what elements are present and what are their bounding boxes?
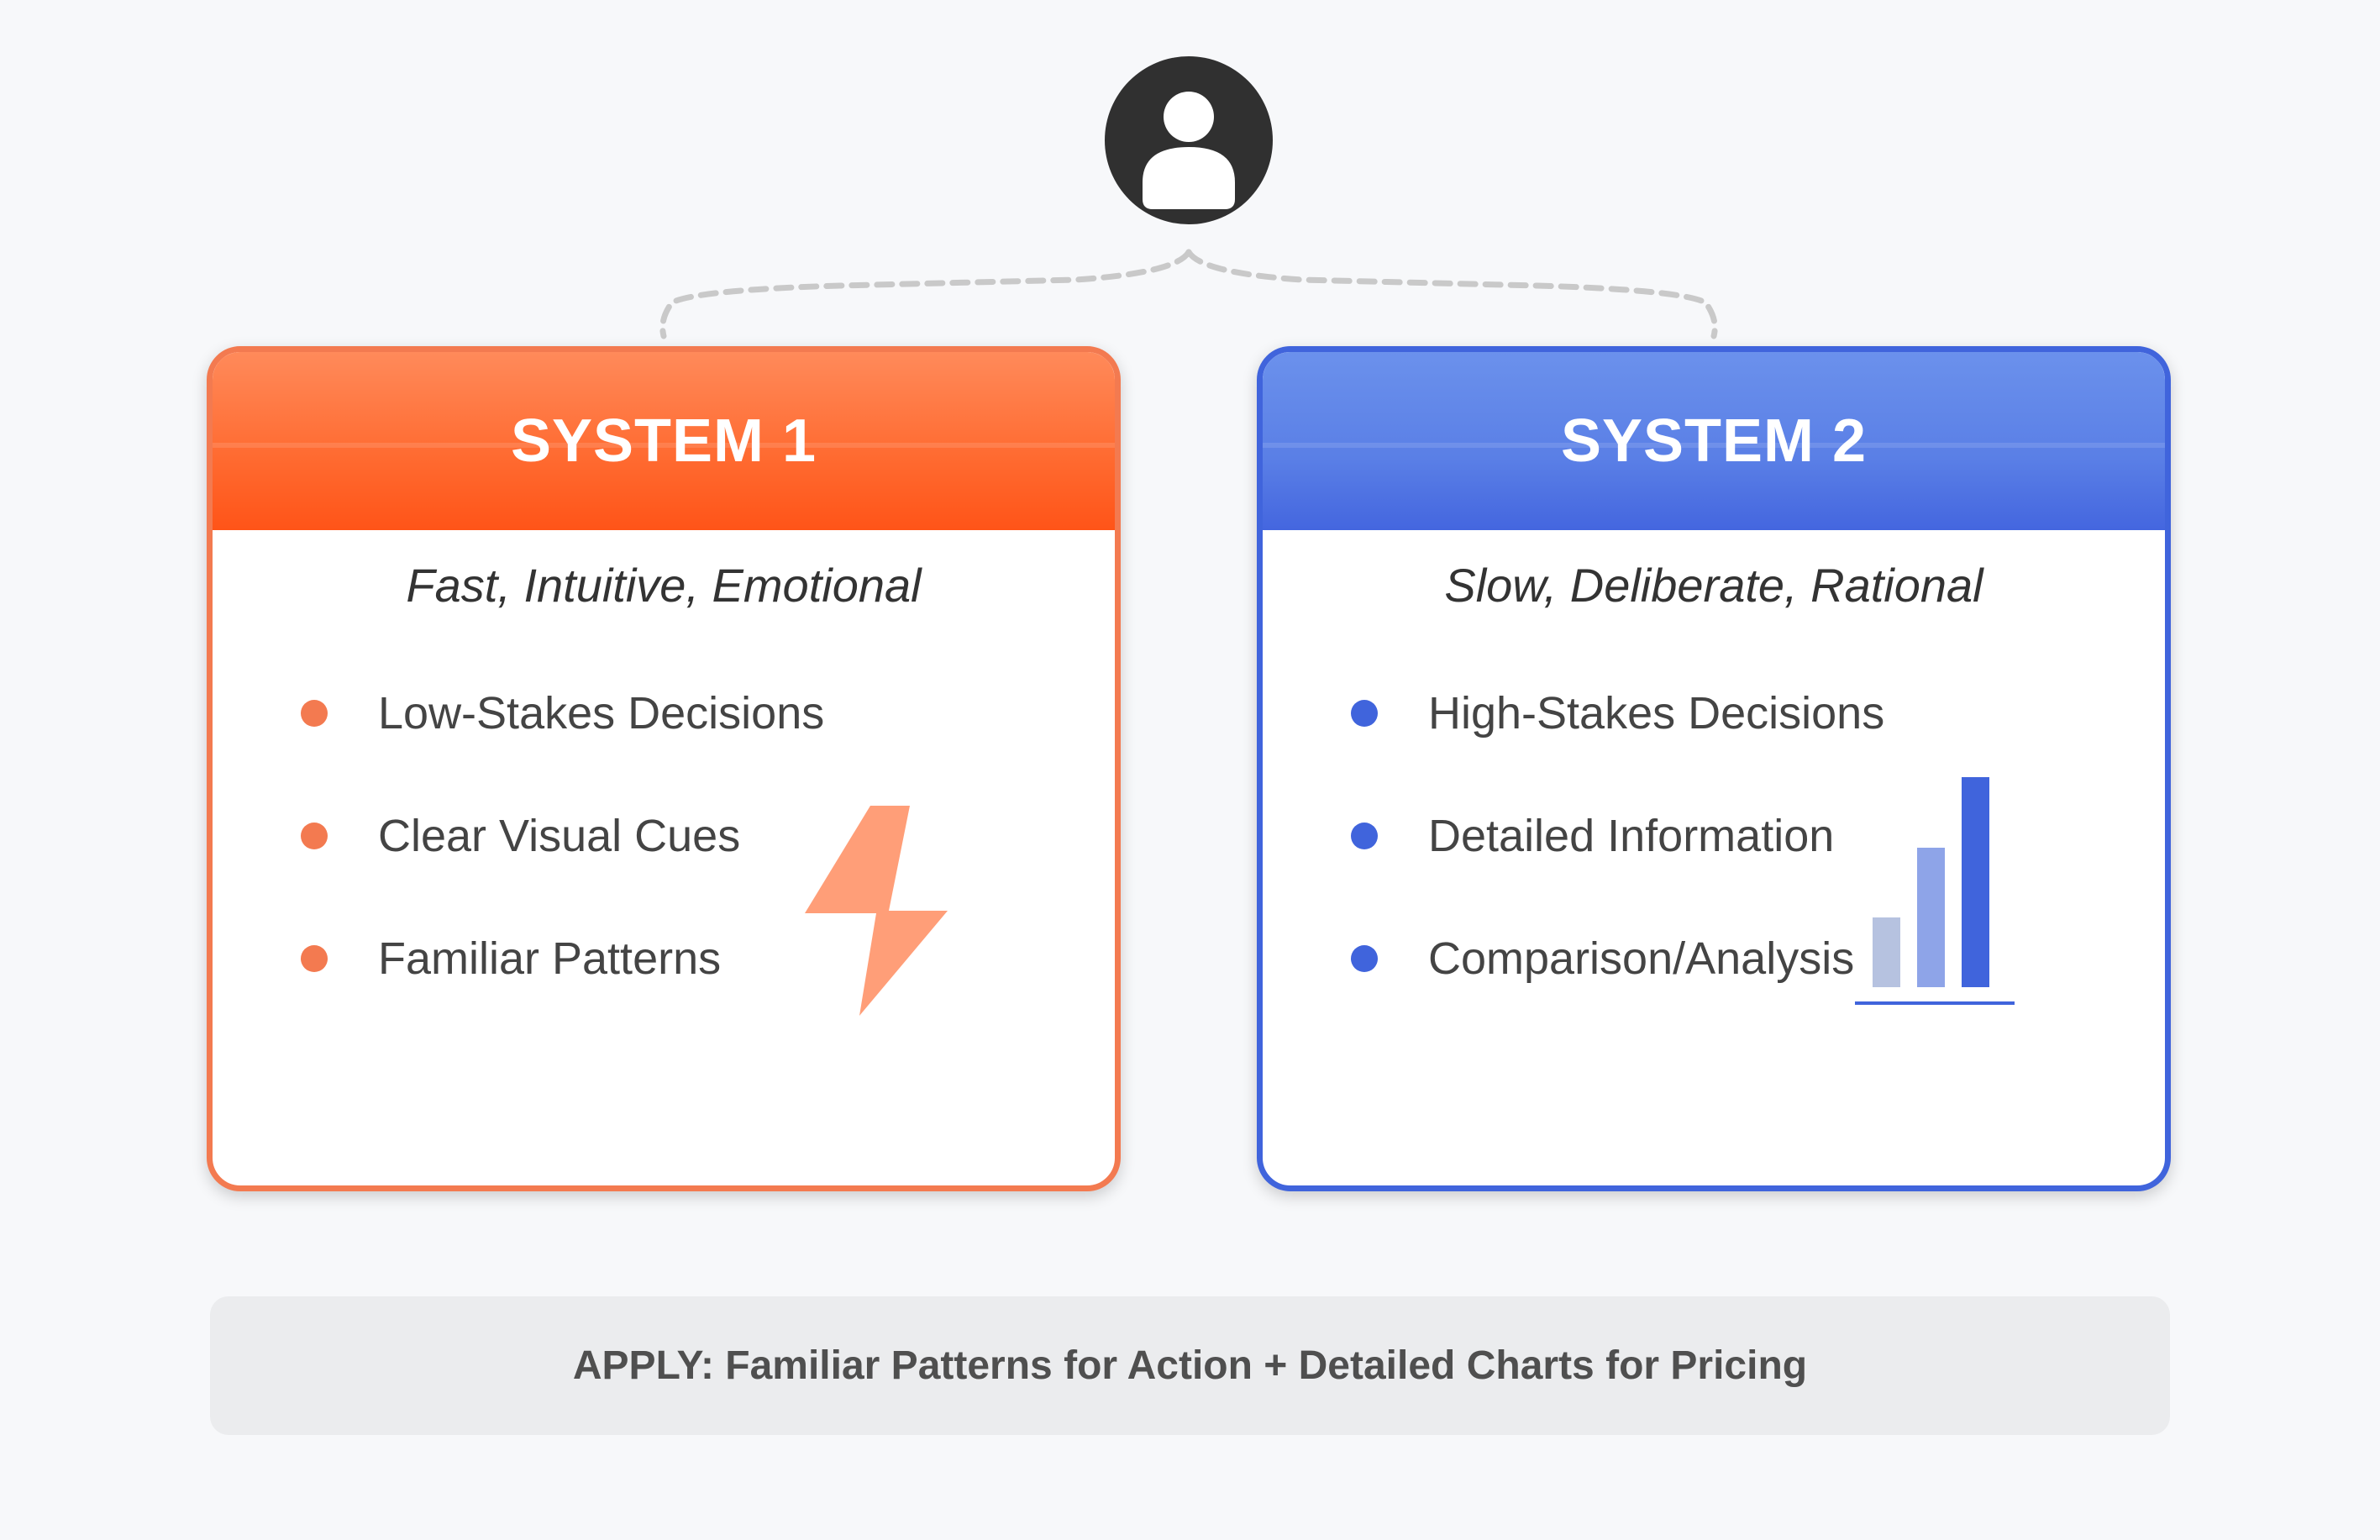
list-item-label: High-Stakes Decisions: [1428, 688, 1885, 738]
system-2-list: High-Stakes Decisions Detailed Informati…: [1351, 688, 1884, 1081]
user-icon: [1143, 92, 1235, 209]
bullet-dot: [301, 945, 328, 972]
list-item: Clear Visual Cues: [301, 775, 824, 897]
apply-banner-text: APPLY: Familiar Patterns for Action + De…: [572, 1343, 1808, 1388]
list-item-label: Clear Visual Cues: [378, 811, 741, 861]
system-1-card: SYSTEM 1 Fast, Intuitive, Emotional Low-…: [207, 346, 1121, 1191]
bullet-dot: [1351, 823, 1378, 849]
bar-short: [1873, 917, 1900, 987]
list-item: Comparison/Analysis: [1351, 897, 1884, 1020]
system-2-subtitle: Slow, Deliberate, Rational: [1444, 559, 1983, 612]
system-1-header: SYSTEM 1: [213, 352, 1115, 530]
bar-medium: [1917, 848, 1945, 987]
bar-chart-icon: [1855, 777, 2015, 1005]
system-2-card: SYSTEM 2 Slow, Deliberate, Rational High…: [1257, 346, 2171, 1191]
bar-tall: [1962, 777, 1989, 987]
system-2-title: SYSTEM 2: [1560, 407, 1868, 475]
bullet-dot: [301, 700, 328, 727]
header-sheen: [1263, 443, 2165, 448]
list-item-label: Comparison/Analysis: [1428, 933, 1855, 984]
user-avatar: [1105, 56, 1273, 224]
connector-to-system-1: [659, 249, 1192, 339]
list-item-label: Low-Stakes Decisions: [378, 688, 825, 738]
system-1-subtitle: Fast, Intuitive, Emotional: [406, 559, 922, 612]
apply-banner: APPLY: Familiar Patterns for Action + De…: [210, 1296, 2170, 1435]
bullet-dot: [1351, 700, 1378, 727]
system-2-header: SYSTEM 2: [1263, 352, 2165, 530]
list-item: Familiar Patterns: [301, 897, 824, 1020]
system-1-title: SYSTEM 1: [510, 407, 817, 475]
header-sheen: [213, 443, 1115, 448]
bullet-dot: [301, 823, 328, 849]
list-item-label: Detailed Information: [1428, 811, 1835, 861]
list-item: Detailed Information: [1351, 775, 1884, 897]
bullet-dot: [1351, 945, 1378, 972]
connector-to-system-2: [1185, 249, 1718, 339]
list-item: Low-Stakes Decisions: [301, 652, 824, 775]
system-1-list: Low-Stakes Decisions Clear Visual Cues F…: [301, 688, 824, 1081]
list-item: High-Stakes Decisions: [1351, 652, 1884, 775]
list-item-label: Familiar Patterns: [378, 933, 722, 984]
lightning-bolt-icon: [805, 806, 948, 1016]
